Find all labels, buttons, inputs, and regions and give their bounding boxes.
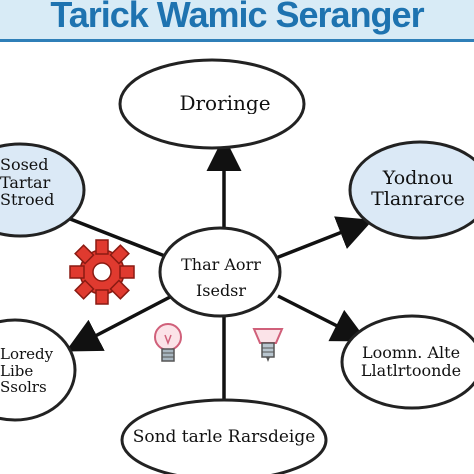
connector-bottom-left bbox=[65, 294, 173, 352]
node-left-line3: Stroed bbox=[0, 190, 55, 209]
node-top bbox=[118, 58, 306, 150]
node-bottom-right-line1: Loomn. Alte bbox=[361, 344, 461, 362]
node-top-label: Droringe bbox=[150, 92, 300, 114]
node-right-line2: Tlanrarce bbox=[371, 187, 465, 210]
gear-icon bbox=[69, 239, 135, 305]
diagram-title: Tarick Wamic Seranger bbox=[50, 0, 424, 35]
title-bar: Tarick Wamic Seranger bbox=[0, 0, 474, 42]
lamp-icon bbox=[252, 328, 284, 362]
node-bottom-line1: Sond tarle Rarsdeige bbox=[132, 428, 316, 447]
lightbulb-icon bbox=[154, 323, 182, 362]
node-bottom-left-line2: Libe bbox=[0, 361, 34, 380]
node-top-line1: Droringe bbox=[179, 92, 271, 114]
node-right-line1: Yodnou bbox=[382, 168, 454, 189]
connector-left bbox=[59, 213, 171, 260]
connector-right bbox=[275, 216, 374, 260]
node-center bbox=[158, 226, 282, 318]
node-left-line2: Tartar bbox=[0, 172, 51, 192]
node-bottom-left-line1: Loredy bbox=[0, 346, 54, 363]
node-right-label: Yodnou Tlanrarce bbox=[362, 168, 474, 210]
node-bottom-right-line2: Llatlrtoonde bbox=[360, 360, 462, 380]
node-center-line2: Isedsr bbox=[195, 280, 247, 300]
node-bottom-left bbox=[0, 318, 77, 422]
node-bottom bbox=[120, 398, 328, 474]
connector-bottom-right bbox=[277, 294, 368, 342]
node-bottom-label: Sond tarle Rarsdeige bbox=[124, 428, 324, 447]
node-right bbox=[348, 140, 474, 240]
node-bottom-left-line3: Ssolrs bbox=[0, 378, 47, 396]
node-bottom-right bbox=[340, 314, 474, 410]
node-bottom-left-label: Loredy Libe Ssolrs bbox=[0, 346, 70, 396]
node-bottom-right-label: Loomn. Alte Llatlrtoonde bbox=[348, 344, 474, 379]
node-center-label: Thar Aorr Isedsr bbox=[168, 256, 274, 299]
node-left-line1: Sosed bbox=[0, 156, 49, 174]
node-center-line1: Thar Aorr bbox=[181, 256, 261, 274]
node-left-label: Sosed Tartar Stroed bbox=[0, 156, 70, 209]
node-left bbox=[0, 142, 86, 238]
